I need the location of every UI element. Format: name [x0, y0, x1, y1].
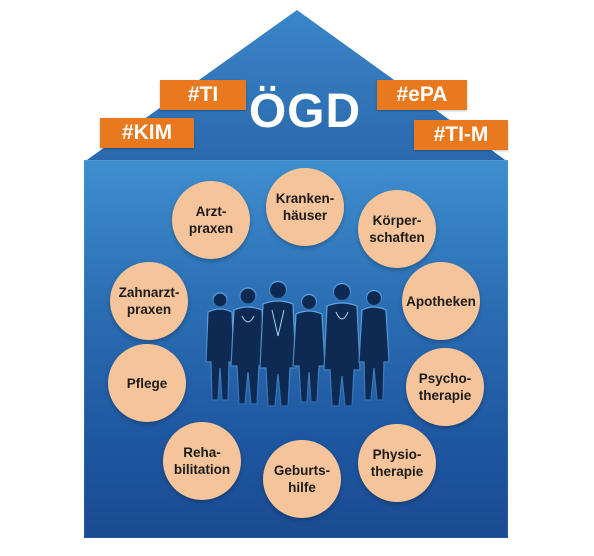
- tag-ti: #TI: [160, 80, 246, 110]
- node-arztpraxen: Arzt- praxen: [172, 181, 250, 259]
- node-zahnarztpraxen: Zahnarzt- praxen: [110, 262, 188, 340]
- medical-staff-silhouettes-icon: [205, 280, 390, 407]
- node-label: Zahnarzt- praxen: [118, 285, 180, 317]
- node-label: Arzt- praxen: [188, 204, 234, 236]
- node-psychotherapie: Psycho- therapie: [406, 348, 484, 426]
- tag-ti-m: #TI-M: [414, 120, 508, 150]
- tag-kim: #KIM: [100, 118, 194, 148]
- node-label: Physio- therapie: [370, 447, 424, 479]
- node-label: Kranken- häuser: [275, 191, 335, 223]
- node-label: Reha- bilitation: [173, 445, 231, 477]
- node-koerperschaften: Körper- schaften: [358, 190, 436, 268]
- node-label: Körper- schaften: [369, 213, 425, 245]
- node-krankenhaeuser: Kranken- häuser: [266, 168, 344, 246]
- node-pflege: Pflege: [108, 344, 186, 422]
- tag-epa: #ePA: [377, 80, 467, 110]
- node-physiotherapie: Physio- therapie: [358, 424, 436, 502]
- page-title: ÖGD: [248, 85, 362, 138]
- node-apotheken: Apotheken: [402, 262, 480, 340]
- node-rehabilitation: Reha- bilitation: [163, 422, 241, 500]
- node-label: Psycho- therapie: [418, 371, 472, 403]
- node-label: Apotheken: [406, 293, 476, 309]
- node-label: Geburts- hilfe: [273, 463, 331, 495]
- node-label: Pflege: [126, 375, 168, 391]
- node-geburtshilfe: Geburts- hilfe: [263, 440, 341, 518]
